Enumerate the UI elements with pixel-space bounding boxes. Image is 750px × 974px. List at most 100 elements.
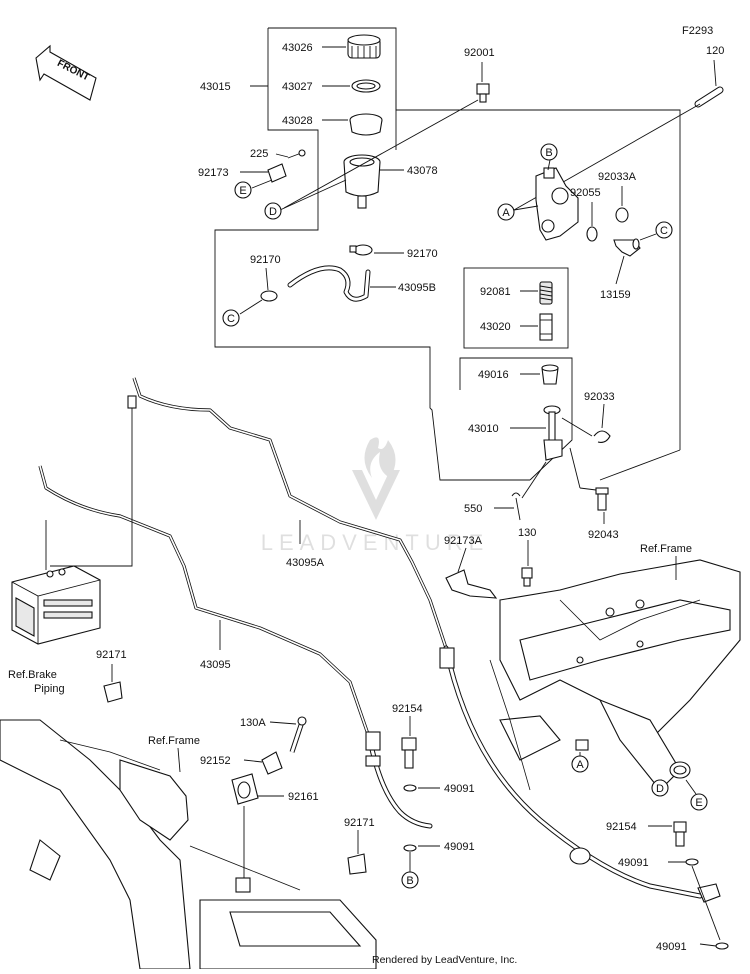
part-92171-left[interactable]: 92171 [96, 649, 127, 661]
ref-brake-piping-2: Piping [34, 683, 65, 695]
cotter-pin-550[interactable] [511, 492, 521, 521]
part-92173A[interactable]: 92173A [444, 535, 483, 547]
o-ring-92055[interactable] [586, 226, 598, 242]
clamp-92171-left[interactable] [103, 681, 123, 703]
brake-pipe-43095a[interactable] [132, 377, 448, 649]
part-43015[interactable]: 43015 [200, 81, 231, 93]
part-92152[interactable]: 92152 [200, 755, 231, 767]
part-49091-b[interactable]: 49091 [444, 841, 475, 853]
leader-92001-d [283, 99, 479, 209]
bracket-92173a[interactable] [445, 569, 498, 599]
part-43010[interactable]: 43010 [468, 423, 499, 435]
reservoir-plate[interactable] [351, 79, 381, 93]
front-arrow-icon: FRONT [35, 44, 97, 101]
reservoir-box-outline [214, 28, 530, 481]
callout-b2-circle [401, 871, 419, 889]
part-92081[interactable]: 92081 [480, 286, 511, 298]
master-cylinder-body[interactable] [535, 167, 579, 241]
part-130[interactable]: 130 [518, 527, 536, 539]
part-49091-c[interactable]: 49091 [618, 857, 649, 869]
leader-92152 [243, 759, 263, 763]
part-92171-lower[interactable]: 92171 [344, 817, 375, 829]
washer-49091-c[interactable] [685, 858, 699, 866]
reservoir-mount-ring [669, 761, 691, 779]
pin-92043[interactable] [595, 487, 609, 511]
part-130A[interactable]: 130A [240, 717, 266, 729]
callout-a1-circle [497, 203, 515, 221]
washer-49091-b[interactable] [403, 844, 417, 852]
frame-right [489, 559, 741, 791]
reservoir-cap[interactable] [347, 34, 381, 59]
brake-reservoir[interactable] [343, 154, 381, 209]
part-43027[interactable]: 43027 [282, 81, 313, 93]
brake-hose-lower-left[interactable] [365, 731, 433, 829]
part-43095B[interactable]: 43095B [398, 282, 436, 294]
circlip-92033a[interactable] [615, 207, 629, 223]
collar-92152[interactable] [261, 751, 283, 775]
grommet-92161[interactable] [231, 773, 259, 805]
clamp-92171-lower[interactable] [347, 853, 367, 875]
part-43020[interactable]: 43020 [480, 321, 511, 333]
part-49016[interactable]: 49016 [478, 369, 509, 381]
part-225[interactable]: 225 [250, 148, 268, 160]
hose-clamp-92170-upper[interactable] [349, 244, 373, 256]
callout-a2-circle [571, 755, 589, 773]
part-92001[interactable]: 92001 [464, 47, 495, 59]
part-92154-right[interactable]: 92154 [606, 821, 637, 833]
grommet-mount [235, 877, 251, 893]
callout-d2: D [656, 783, 664, 795]
reservoir-diaphragm[interactable] [349, 113, 383, 136]
part-92043[interactable]: 92043 [588, 529, 619, 541]
bolt-120[interactable] [694, 86, 724, 108]
reservoir-hose-43095b[interactable] [287, 265, 371, 302]
washer-49091-a[interactable] [403, 784, 417, 792]
circlip-92033[interactable] [593, 430, 611, 443]
part-92170-lower[interactable]: 92170 [250, 254, 281, 266]
pushrod-43010[interactable] [543, 405, 563, 461]
part-120[interactable]: 120 [706, 45, 724, 57]
bolt-92001[interactable] [476, 83, 490, 103]
banjo-bolt-92154-left[interactable] [401, 737, 417, 769]
part-49091-a[interactable]: 49091 [444, 783, 475, 795]
brake-pipe-43095[interactable] [38, 465, 372, 741]
leader-92173a [457, 547, 467, 573]
part-92055[interactable]: 92055 [570, 187, 601, 199]
leader-120 [713, 59, 717, 87]
part-49091-d[interactable]: 49091 [656, 941, 687, 953]
abs-unit[interactable] [11, 565, 101, 645]
part-550[interactable]: 550 [464, 503, 482, 515]
bolt-225[interactable] [287, 149, 306, 159]
spring-92081[interactable] [539, 281, 553, 305]
leader-550-b [521, 461, 547, 499]
part-92173[interactable]: 92173 [198, 167, 229, 179]
part-43078[interactable]: 43078 [407, 165, 438, 177]
callout-e1-circle [234, 181, 252, 199]
boot-49016[interactable] [541, 364, 559, 385]
clamp-92173[interactable] [267, 163, 287, 183]
bolt-130a[interactable] [289, 716, 307, 753]
part-92170-upper[interactable]: 92170 [407, 248, 438, 260]
part-92033A[interactable]: 92033A [598, 171, 637, 183]
banjo-bolt-92154-right[interactable] [673, 821, 687, 847]
piston-43020[interactable] [539, 313, 553, 341]
part-43028[interactable]: 43028 [282, 115, 313, 127]
washer-49091-d[interactable] [715, 942, 729, 950]
bolt-130[interactable] [521, 567, 533, 587]
part-43095A[interactable]: 43095A [286, 557, 325, 569]
part-13159[interactable]: 13159 [600, 289, 631, 301]
leader-b1 [547, 159, 551, 171]
callout-e2-circle [690, 793, 708, 811]
callout-c1-circle [222, 309, 240, 327]
hose-clamp-92170-lower[interactable] [260, 290, 278, 302]
leader-130a [269, 721, 297, 725]
callout-a2: A [576, 759, 584, 771]
part-43026[interactable]: 43026 [282, 42, 313, 54]
part-92161[interactable]: 92161 [288, 791, 319, 803]
elbow-fitting-13159[interactable] [613, 238, 641, 257]
part-92154-left[interactable]: 92154 [392, 703, 423, 715]
part-92033[interactable]: 92033 [584, 391, 615, 403]
part-43095[interactable]: 43095 [200, 659, 231, 671]
brake-hose-lower-right[interactable] [439, 645, 721, 903]
